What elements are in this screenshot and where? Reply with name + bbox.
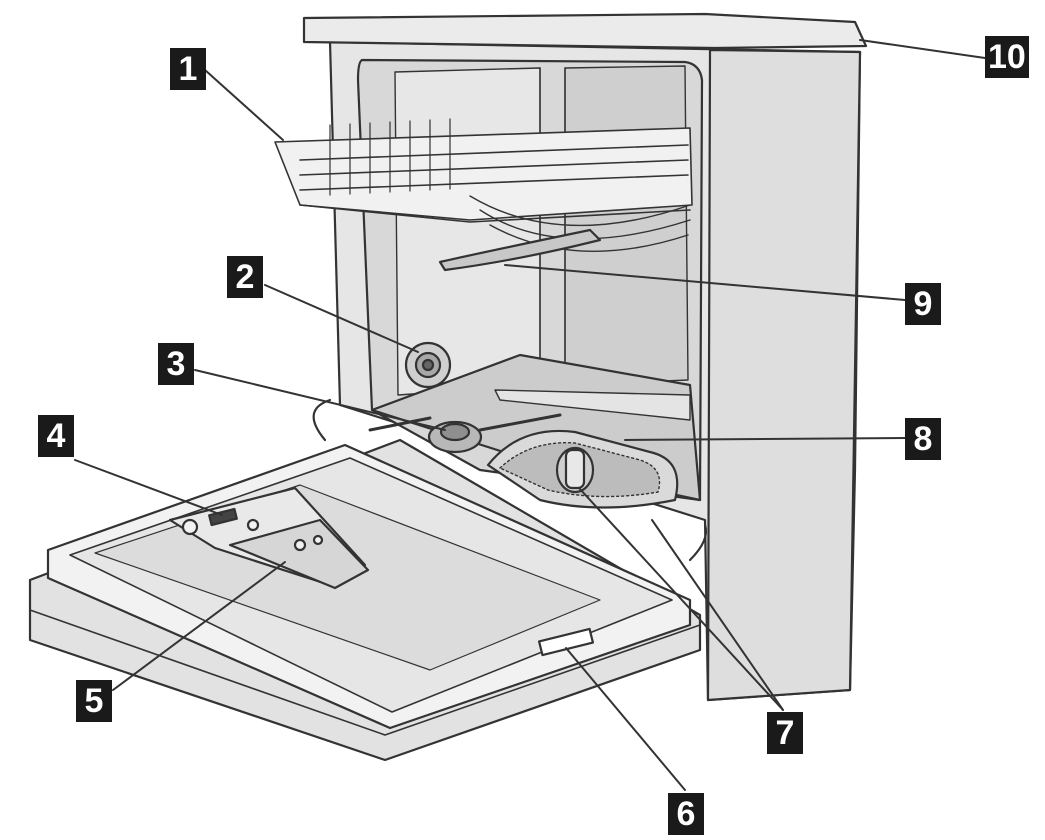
callout-3: 3 — [158, 343, 194, 385]
callout-10: 10 — [985, 36, 1029, 78]
callout-7: 7 — [767, 712, 803, 754]
worktop — [302, 12, 868, 50]
callout-2: 2 — [227, 256, 263, 298]
callout-5: 5 — [76, 680, 112, 722]
upper-basket — [274, 118, 693, 252]
leader-lines — [74, 39, 986, 791]
callout-6: 6 — [668, 793, 704, 835]
callout-9: 9 — [905, 283, 941, 325]
callout-1: 1 — [170, 48, 206, 90]
callout-4: 4 — [38, 415, 74, 457]
callout-8: 8 — [905, 418, 941, 460]
detergent-dispenser — [168, 486, 370, 590]
filter-system — [486, 429, 679, 509]
vent-fitting — [404, 341, 452, 389]
upper-spray-arm — [438, 228, 602, 272]
